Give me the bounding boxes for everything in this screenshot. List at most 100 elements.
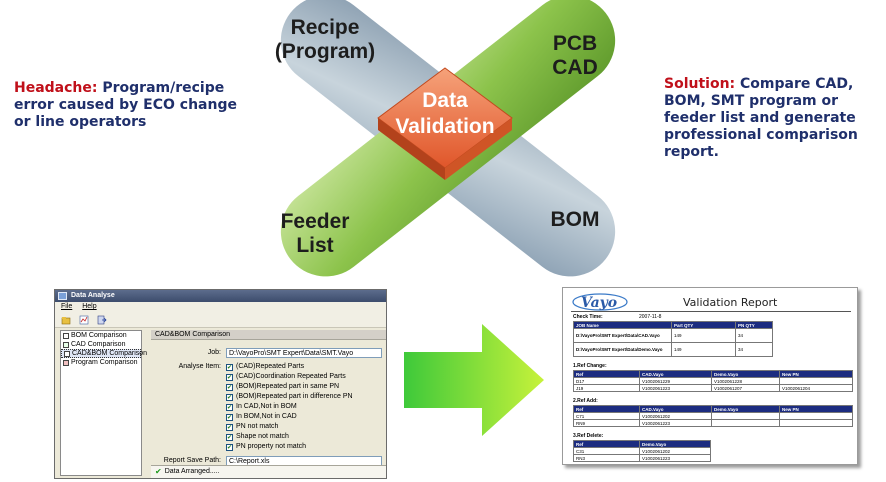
analyse-icon <box>79 315 89 324</box>
toolbar-exit-button[interactable] <box>97 315 108 325</box>
recipe-line2: (Program) <box>274 40 376 63</box>
data-analyse-window: Data Analyse File Help BOM Comparison CA… <box>54 289 387 479</box>
cad-bom-icon <box>64 350 70 357</box>
bom-label: BOM <box>550 208 600 231</box>
analyse-item-checkbox[interactable]: PN not match <box>226 422 382 433</box>
job-label: Job: <box>207 349 221 356</box>
table-cell: V1002061223 <box>639 384 712 392</box>
program-icon <box>63 359 69 366</box>
analyse-item-checkbox[interactable]: PN property not match <box>226 442 382 452</box>
bom-icon <box>63 332 69 339</box>
vayo-logo: Vayo <box>572 293 628 311</box>
analyse-item-label: PN property not match <box>236 443 307 450</box>
analyse-item-label: Analyse Item: <box>178 363 221 370</box>
checkbox[interactable] <box>226 443 233 452</box>
menu-help[interactable]: Help <box>82 303 97 310</box>
checkbox[interactable] <box>226 393 233 403</box>
col-header: New PN <box>779 370 853 378</box>
job-table: JOB Name Part QTY PN QTY D:\VayoPro\SMT … <box>573 321 773 357</box>
table-cell: V1002061223 <box>639 454 711 462</box>
analyse-item-label: (BOM)Repeated part in same PN <box>236 383 340 390</box>
app-icon <box>58 292 67 300</box>
table-cell <box>711 412 780 420</box>
tree-item-label: BOM Comparison <box>71 332 127 339</box>
checkbox[interactable] <box>226 383 233 393</box>
table-header-row: Ref CAD.Vayo Demo.Vayo New PN <box>573 405 853 413</box>
analyse-item-checkbox[interactable]: Shape not match <box>226 432 382 443</box>
analyse-item-label: (CAD)Repeated Parts <box>236 363 305 370</box>
table-cell: V1002061207 <box>711 384 780 392</box>
status-text: Data Arranged..... <box>164 468 220 475</box>
menu-file[interactable]: File <box>61 303 73 310</box>
ref-change-table: Ref CAD.Vayo Demo.Vayo New PN D17 V10020… <box>573 370 853 392</box>
window-titlebar[interactable]: Data Analyse <box>55 290 386 302</box>
checkbox[interactable] <box>226 373 233 383</box>
table-cell: RN9 <box>573 419 640 427</box>
analyse-item-label: Shape not match <box>236 433 289 440</box>
analyse-item-checkbox[interactable]: (CAD)Coordination Repeated Parts <box>226 372 382 383</box>
solution-body: Compare CAD, BOM, SMT program or feeder … <box>664 76 858 160</box>
col-header: CAD.Vayo <box>639 405 712 413</box>
analyse-item-checkbox[interactable]: In CAD,Not in BOM <box>226 402 382 413</box>
analyse-item-checkbox[interactable]: In BOM,Not in CAD <box>226 412 382 423</box>
folder-icon <box>61 316 71 324</box>
toolbar-open-button[interactable] <box>61 315 72 325</box>
tree-item-cad-comparison[interactable]: CAD Comparison <box>61 340 141 349</box>
feeder-line: Feeder <box>280 210 350 233</box>
col-header: CAD.Vayo <box>639 370 712 378</box>
col-header: Part QTY <box>671 321 736 329</box>
table-cell: V1002061229 <box>639 377 712 385</box>
table-header-row: JOB Name Part QTY PN QTY <box>573 321 773 329</box>
analyse-item-label: In BOM,Not in CAD <box>236 413 297 420</box>
analyse-item-label: PN not match <box>236 423 279 430</box>
recipe-program-label: Recipe (Program) <box>270 16 380 64</box>
analyse-item-checkbox[interactable]: (BOM)Repeated part in difference PN <box>226 392 382 403</box>
tree-item-bom-comparison[interactable]: BOM Comparison <box>61 331 141 340</box>
tree-item-cad-bom-comparison[interactable]: CAD&BOM Comparison <box>61 349 147 358</box>
analyse-item-checkbox[interactable]: (CAD)Repeated Parts <box>226 362 382 373</box>
cad-icon <box>63 341 69 348</box>
table-row: C31 V1002061202 <box>573 447 711 455</box>
analyse-item-checkbox[interactable]: (BOM)Repeated part in same PN <box>226 382 382 393</box>
checkbox[interactable] <box>226 423 233 433</box>
comparison-tree: BOM Comparison CAD Comparison CAD&BOM Co… <box>60 330 147 476</box>
table-cell: J19 <box>573 384 640 392</box>
table-cell: V1002061228 <box>711 377 780 385</box>
table-cell: C71 <box>573 412 640 420</box>
col-header: Demo.Vayo <box>639 440 711 448</box>
section-ref-change: 1.Ref Change: <box>573 363 607 369</box>
table-cell: RN3 <box>573 454 640 462</box>
col-header: Demo.Vayo <box>711 370 780 378</box>
table-cell: D17 <box>573 377 640 385</box>
menubar: File Help <box>55 302 386 312</box>
tree-item-label: CAD&BOM Comparison <box>72 350 148 357</box>
report-save-path-label: Report Save Path: <box>163 457 221 464</box>
data-validation-diagram: Recipe (Program) PCB CAD Feeder List BOM… <box>250 0 650 280</box>
table-header-row: Ref Demo.Vayo <box>573 440 711 448</box>
headache-body: Program/recipe error caused by ECO chang… <box>14 80 237 130</box>
tree-item-label: CAD Comparison <box>71 341 126 348</box>
table-cell: V1002061202 <box>639 412 712 420</box>
col-header: New PN <box>779 405 853 413</box>
checkbox[interactable] <box>226 363 233 373</box>
table-cell <box>711 419 780 427</box>
toolbar-analyse-button[interactable] <box>79 315 90 325</box>
panel-title: CAD&BOM Comparison <box>151 330 386 340</box>
tree-item-program-comparison[interactable]: Program Comparison <box>61 358 141 367</box>
table-cell: 149 <box>671 328 736 343</box>
checkbox[interactable] <box>226 403 233 413</box>
logo-text: Vayo <box>581 295 617 311</box>
cross-diagram-graphic <box>280 0 616 277</box>
table-row: RN3 V1002061223 <box>573 454 711 462</box>
job-path-field[interactable]: D:\VayoPro\SMT Expert\Data\SMT.Vayo <box>226 348 382 358</box>
analyse-item-label: (CAD)Coordination Repeated Parts <box>236 373 346 380</box>
pcb-cad-label: PCB CAD <box>530 32 620 80</box>
col-header: JOB Name <box>573 321 672 329</box>
check-time-label: Check Time: <box>573 314 603 320</box>
checkbox[interactable] <box>226 433 233 443</box>
validation-report: Vayo Validation Report Check Time: 2007-… <box>562 287 858 465</box>
checkbox[interactable] <box>226 413 233 423</box>
exit-icon <box>97 315 107 324</box>
feeder-list-label: Feeder List <box>265 210 365 258</box>
